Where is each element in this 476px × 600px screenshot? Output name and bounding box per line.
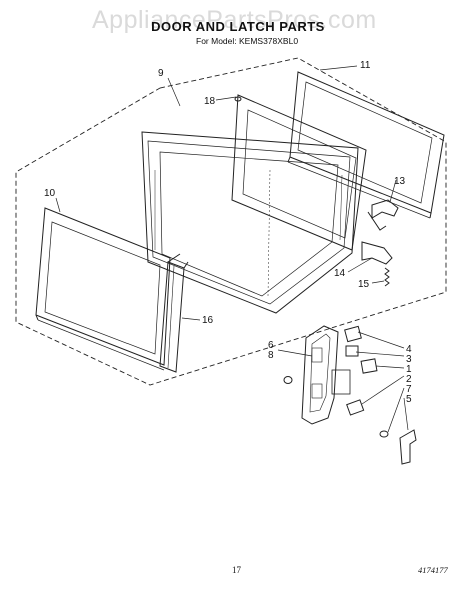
callout-18: 18 bbox=[204, 96, 216, 107]
callout-7: 7 bbox=[406, 384, 412, 395]
page-number: 17 bbox=[232, 565, 241, 575]
callout-4: 4 bbox=[406, 344, 412, 355]
callout-9: 9 bbox=[158, 68, 164, 79]
part-switch-1 bbox=[360, 358, 378, 374]
model-line: For Model: KEMS378XBL0 bbox=[196, 36, 299, 46]
callout-1: 1 bbox=[406, 364, 412, 375]
callout-2: 2 bbox=[406, 374, 412, 385]
document-code: 4174177 bbox=[418, 565, 448, 575]
callout-labels: 9 11 18 10 13 14 15 16 6 8 4 3 1 2 7 5 bbox=[44, 60, 412, 405]
part-switch-2 bbox=[346, 399, 365, 416]
callout-11: 11 bbox=[360, 60, 371, 71]
part-door-frame-11 bbox=[287, 71, 445, 219]
part-screw-5 bbox=[379, 430, 389, 438]
watermark: AppliancePartsPros.com bbox=[92, 6, 377, 34]
part-inner-panel-18 bbox=[231, 94, 367, 251]
part-spring-15 bbox=[384, 267, 390, 287]
part-switch-3 bbox=[345, 345, 359, 357]
part-trim-strip-16 bbox=[159, 253, 189, 373]
part-door-assembly-9 bbox=[141, 131, 359, 314]
part-latch-lever-13 bbox=[367, 199, 399, 231]
callout-3: 3 bbox=[406, 354, 412, 365]
assembly-boundary bbox=[15, 57, 447, 386]
part-latch-housing bbox=[301, 325, 351, 425]
part-window-panel-10 bbox=[35, 207, 171, 371]
callout-5: 5 bbox=[406, 394, 412, 405]
part-bracket-5 bbox=[399, 429, 417, 465]
callout-16: 16 bbox=[202, 315, 214, 326]
callout-13: 13 bbox=[394, 176, 406, 187]
callout-10: 10 bbox=[44, 188, 56, 199]
callout-14: 14 bbox=[334, 268, 346, 279]
part-latch-hook-14 bbox=[361, 241, 393, 265]
callout-6: 6 bbox=[268, 340, 274, 351]
callout-15: 15 bbox=[358, 279, 370, 290]
part-nut-8 bbox=[283, 376, 293, 384]
part-switch-4 bbox=[344, 325, 362, 343]
callout-8: 8 bbox=[268, 350, 274, 361]
diagram-title: DOOR AND LATCH PARTS bbox=[151, 19, 325, 34]
